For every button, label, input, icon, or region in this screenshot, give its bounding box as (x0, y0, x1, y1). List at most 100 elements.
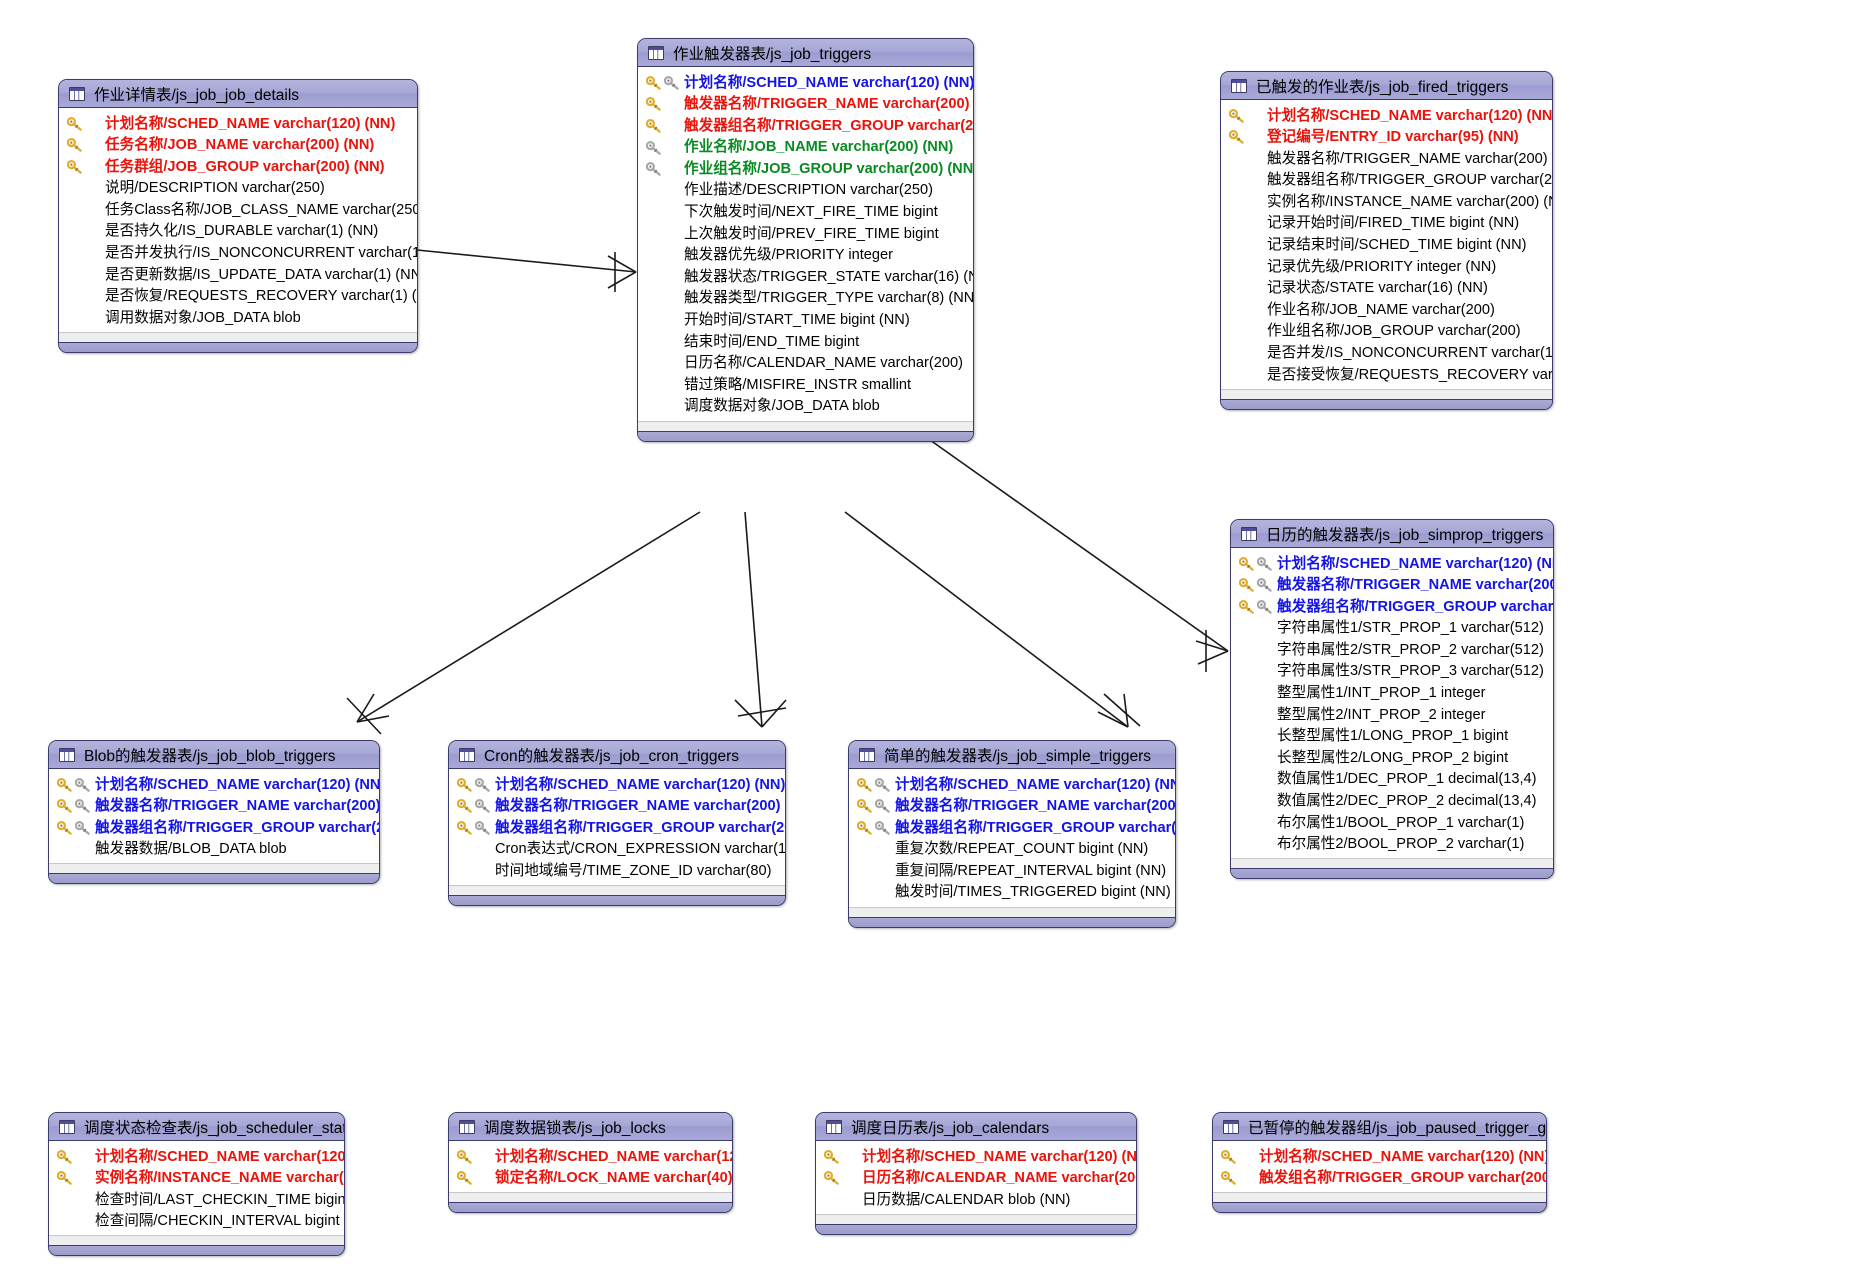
column-row[interactable]: 计划名称/SCHED_NAME varchar(120) (NN) (849, 774, 1175, 796)
column-row[interactable]: 长整型属性1/LONG_PROP_1 bigint (1231, 726, 1553, 748)
column-row[interactable]: 触发器名称/TRIGGER_NAME varchar(200) (NN) (1221, 148, 1552, 170)
entity-header-simple_triggers[interactable]: 简单的触发器表/js_job_simple_triggers (849, 741, 1175, 769)
entity-locks[interactable]: 调度数据锁表/js_job_locks 计划名称/SCHED_NAME varch… (448, 1112, 733, 1214)
entity-header-job_details[interactable]: 作业详情表/js_job_job_details (59, 80, 417, 108)
column-row[interactable]: 触发器数据/BLOB_DATA blob (49, 839, 379, 861)
entity-blob_triggers[interactable]: Blob的触发器表/js_job_blob_triggers 计划名称/SCHED… (48, 740, 380, 885)
column-row[interactable]: 作业组名称/JOB_GROUP varchar(200) (1221, 321, 1552, 343)
column-row[interactable]: 字符串属性3/STR_PROP_3 varchar(512) (1231, 661, 1553, 683)
entity-header-calendars[interactable]: 调度日历表/js_job_calendars (816, 1113, 1136, 1141)
column-row[interactable]: 触发器状态/TRIGGER_STATE varchar(16) (NN) (638, 266, 973, 288)
column-row[interactable]: 布尔属性2/BOOL_PROP_2 varchar(1) (1231, 834, 1553, 856)
entity-cron_triggers[interactable]: Cron的触发器表/js_job_cron_triggers 计划名称/SCHED… (448, 740, 786, 906)
column-row[interactable]: 计划名称/SCHED_NAME varchar(120) (NN) (59, 113, 417, 135)
column-row[interactable]: 触发器名称/TRIGGER_NAME varchar(200) (NN) (849, 796, 1175, 818)
column-row[interactable]: Cron表达式/CRON_EXPRESSION varchar(120) (NN… (449, 839, 785, 861)
column-row[interactable]: 触发器名称/TRIGGER_NAME varchar(200) (NN) (49, 796, 379, 818)
column-row[interactable]: 作业名称/JOB_NAME varchar(200) (1221, 299, 1552, 321)
entity-calendars[interactable]: 调度日历表/js_job_calendars 计划名称/SCHED_NAME va… (815, 1112, 1137, 1235)
entity-header-fired_triggers[interactable]: 已触发的作业表/js_job_fired_triggers (1221, 72, 1552, 100)
column-row[interactable]: 是否并发执行/IS_NONCONCURRENT varchar(1) (NN) (59, 243, 417, 265)
column-row[interactable]: 是否接受恢复/REQUESTS_RECOVERY varchar(1) (1221, 364, 1552, 386)
column-row[interactable]: 重复间隔/REPEAT_INTERVAL bigint (NN) (849, 860, 1175, 882)
column-row[interactable]: 触发组名称/TRIGGER_GROUP varchar(200) (NN) (1213, 1168, 1546, 1190)
column-row[interactable]: 计划名称/SCHED_NAME varchar(120) (NN) (449, 1146, 732, 1168)
entity-header-paused_trigger_grps[interactable]: 已暂停的触发器组/js_job_paused_trigger_grps (1213, 1113, 1546, 1141)
column-row[interactable]: 是否恢复/REQUESTS_RECOVERY varchar(1) (NN) (59, 286, 417, 308)
entity-scheduler_state[interactable]: 调度状态检查表/js_job_scheduler_state 计划名称/SCHED… (48, 1112, 345, 1257)
entity-fired_triggers[interactable]: 已触发的作业表/js_job_fired_triggers 计划名称/SCHED_… (1220, 71, 1553, 410)
column-row[interactable]: 触发器组名称/TRIGGER_GROUP varchar(200) (NN) (449, 817, 785, 839)
column-row[interactable]: 计划名称/SCHED_NAME varchar(120) (NN) (1213, 1146, 1546, 1168)
column-row[interactable]: 整型属性1/INT_PROP_1 integer (1231, 683, 1553, 705)
entity-header-cron_triggers[interactable]: Cron的触发器表/js_job_cron_triggers (449, 741, 785, 769)
column-row[interactable]: 开始时间/START_TIME bigint (NN) (638, 310, 973, 332)
column-row[interactable]: 是否持久化/IS_DURABLE varchar(1) (NN) (59, 221, 417, 243)
column-row[interactable]: 数值属性1/DEC_PROP_1 decimal(13,4) (1231, 769, 1553, 791)
column-row[interactable]: 检查时间/LAST_CHECKIN_TIME bigint (NN) (49, 1189, 344, 1211)
column-row[interactable]: 触发器组名称/TRIGGER_GROUP varchar(200) (NN) (849, 817, 1175, 839)
column-row[interactable]: 计划名称/SCHED_NAME varchar(120) (NN) (49, 1146, 344, 1168)
column-row[interactable]: 记录状态/STATE varchar(16) (NN) (1221, 278, 1552, 300)
column-row[interactable]: 任务Class名称/JOB_CLASS_NAME varchar(250) (N… (59, 199, 417, 221)
column-row[interactable]: 记录优先级/PRIORITY integer (NN) (1221, 256, 1552, 278)
column-row[interactable]: 作业描述/DESCRIPTION varchar(250) (638, 180, 973, 202)
column-row[interactable]: 时间地域编号/TIME_ZONE_ID varchar(80) (449, 860, 785, 882)
column-row[interactable]: 计划名称/SCHED_NAME varchar(120) (NN) (816, 1146, 1136, 1168)
entity-paused_trigger_grps[interactable]: 已暂停的触发器组/js_job_paused_trigger_grps 计划名称/… (1212, 1112, 1547, 1214)
entity-header-scheduler_state[interactable]: 调度状态检查表/js_job_scheduler_state (49, 1113, 344, 1141)
column-row[interactable]: 字符串属性1/STR_PROP_1 varchar(512) (1231, 618, 1553, 640)
column-row[interactable]: 计划名称/SCHED_NAME varchar(120) (NN) (638, 72, 973, 94)
column-row[interactable]: 作业组名称/JOB_GROUP varchar(200) (NN) (638, 158, 973, 180)
column-row[interactable]: 触发器名称/TRIGGER_NAME varchar(200) (NN) (1231, 575, 1553, 597)
entity-header-triggers[interactable]: 作业触发器表/js_job_triggers (638, 39, 973, 67)
column-row[interactable]: 调用数据对象/JOB_DATA blob (59, 307, 417, 329)
column-row[interactable]: 日历数据/CALENDAR blob (NN) (816, 1189, 1136, 1211)
column-row[interactable]: 任务名称/JOB_NAME varchar(200) (NN) (59, 135, 417, 157)
column-row[interactable]: 锁定名称/LOCK_NAME varchar(40) (NN) (449, 1168, 732, 1190)
column-row[interactable]: 计划名称/SCHED_NAME varchar(120) (NN) (49, 774, 379, 796)
column-row[interactable]: 触发器名称/TRIGGER_NAME varchar(200) (NN) (638, 94, 973, 116)
column-row[interactable]: 是否更新数据/IS_UPDATE_DATA varchar(1) (NN) (59, 264, 417, 286)
column-row[interactable]: 字符串属性2/STR_PROP_2 varchar(512) (1231, 639, 1553, 661)
column-row[interactable]: 触发器组名称/TRIGGER_GROUP varchar(200) (NN) (49, 817, 379, 839)
column-row[interactable]: 计划名称/SCHED_NAME varchar(120) (NN) (449, 774, 785, 796)
column-row[interactable]: 是否并发/IS_NONCONCURRENT varchar(1) (1221, 343, 1552, 365)
column-row[interactable]: 长整型属性2/LONG_PROP_2 bigint (1231, 747, 1553, 769)
entity-header-simprop_triggers[interactable]: 日历的触发器表/js_job_simprop_triggers (1231, 520, 1553, 548)
column-row[interactable]: 触发器名称/TRIGGER_NAME varchar(200) (NN) (449, 796, 785, 818)
column-row[interactable]: 计划名称/SCHED_NAME varchar(120) (NN) (1231, 553, 1553, 575)
entity-header-blob_triggers[interactable]: Blob的触发器表/js_job_blob_triggers (49, 741, 379, 769)
column-row[interactable]: 实例名称/INSTANCE_NAME varchar(200) (NN) (49, 1168, 344, 1190)
column-row[interactable]: 触发器组名称/TRIGGER_GROUP varchar(200) (NN) (1221, 170, 1552, 192)
entity-triggers[interactable]: 作业触发器表/js_job_triggers 计划名称/SCHED_NAME va… (637, 38, 974, 442)
column-row[interactable]: 任务群组/JOB_GROUP varchar(200) (NN) (59, 156, 417, 178)
entity-header-locks[interactable]: 调度数据锁表/js_job_locks (449, 1113, 732, 1141)
column-row[interactable]: 布尔属性1/BOOL_PROP_1 varchar(1) (1231, 812, 1553, 834)
column-row[interactable]: 结束时间/END_TIME bigint (638, 331, 973, 353)
column-row[interactable]: 重复次数/REPEAT_COUNT bigint (NN) (849, 839, 1175, 861)
entity-simprop_triggers[interactable]: 日历的触发器表/js_job_simprop_triggers 计划名称/SCHE… (1230, 519, 1554, 880)
column-row[interactable]: 触发器组名称/TRIGGER_GROUP varchar(200) (NN) (638, 115, 973, 137)
column-row[interactable]: 日历名称/CALENDAR_NAME varchar(200) (NN) (816, 1168, 1136, 1190)
entity-simple_triggers[interactable]: 简单的触发器表/js_job_simple_triggers 计划名称/SCHED… (848, 740, 1176, 928)
column-row[interactable]: 触发器组名称/TRIGGER_GROUP varchar(200) (NN) (1231, 596, 1553, 618)
column-row[interactable]: 检查间隔/CHECKIN_INTERVAL bigint (NN) (49, 1211, 344, 1233)
column-row[interactable]: 触发器类型/TRIGGER_TYPE varchar(8) (NN) (638, 288, 973, 310)
column-row[interactable]: 作业名称/JOB_NAME varchar(200) (NN) (638, 137, 973, 159)
column-row[interactable]: 日历名称/CALENDAR_NAME varchar(200) (638, 353, 973, 375)
column-row[interactable]: 计划名称/SCHED_NAME varchar(120) (NN) (1221, 105, 1552, 127)
column-row[interactable]: 实例名称/INSTANCE_NAME varchar(200) (NN) (1221, 191, 1552, 213)
column-row[interactable]: 调度数据对象/JOB_DATA blob (638, 396, 973, 418)
column-row[interactable]: 错过策略/MISFIRE_INSTR smallint (638, 374, 973, 396)
entity-job_details[interactable]: 作业详情表/js_job_job_details 计划名称/SCHED_NAME … (58, 79, 418, 353)
column-row[interactable]: 记录开始时间/FIRED_TIME bigint (NN) (1221, 213, 1552, 235)
column-row[interactable]: 数值属性2/DEC_PROP_2 decimal(13,4) (1231, 791, 1553, 813)
column-row[interactable]: 下次触发时间/NEXT_FIRE_TIME bigint (638, 202, 973, 224)
column-row[interactable]: 触发时间/TIMES_TRIGGERED bigint (NN) (849, 882, 1175, 904)
column-row[interactable]: 整型属性2/INT_PROP_2 integer (1231, 704, 1553, 726)
column-row[interactable]: 记录结束时间/SCHED_TIME bigint (NN) (1221, 235, 1552, 257)
column-row[interactable]: 触发器优先级/PRIORITY integer (638, 245, 973, 267)
column-row[interactable]: 说明/DESCRIPTION varchar(250) (59, 178, 417, 200)
column-row[interactable]: 上次触发时间/PREV_FIRE_TIME bigint (638, 223, 973, 245)
